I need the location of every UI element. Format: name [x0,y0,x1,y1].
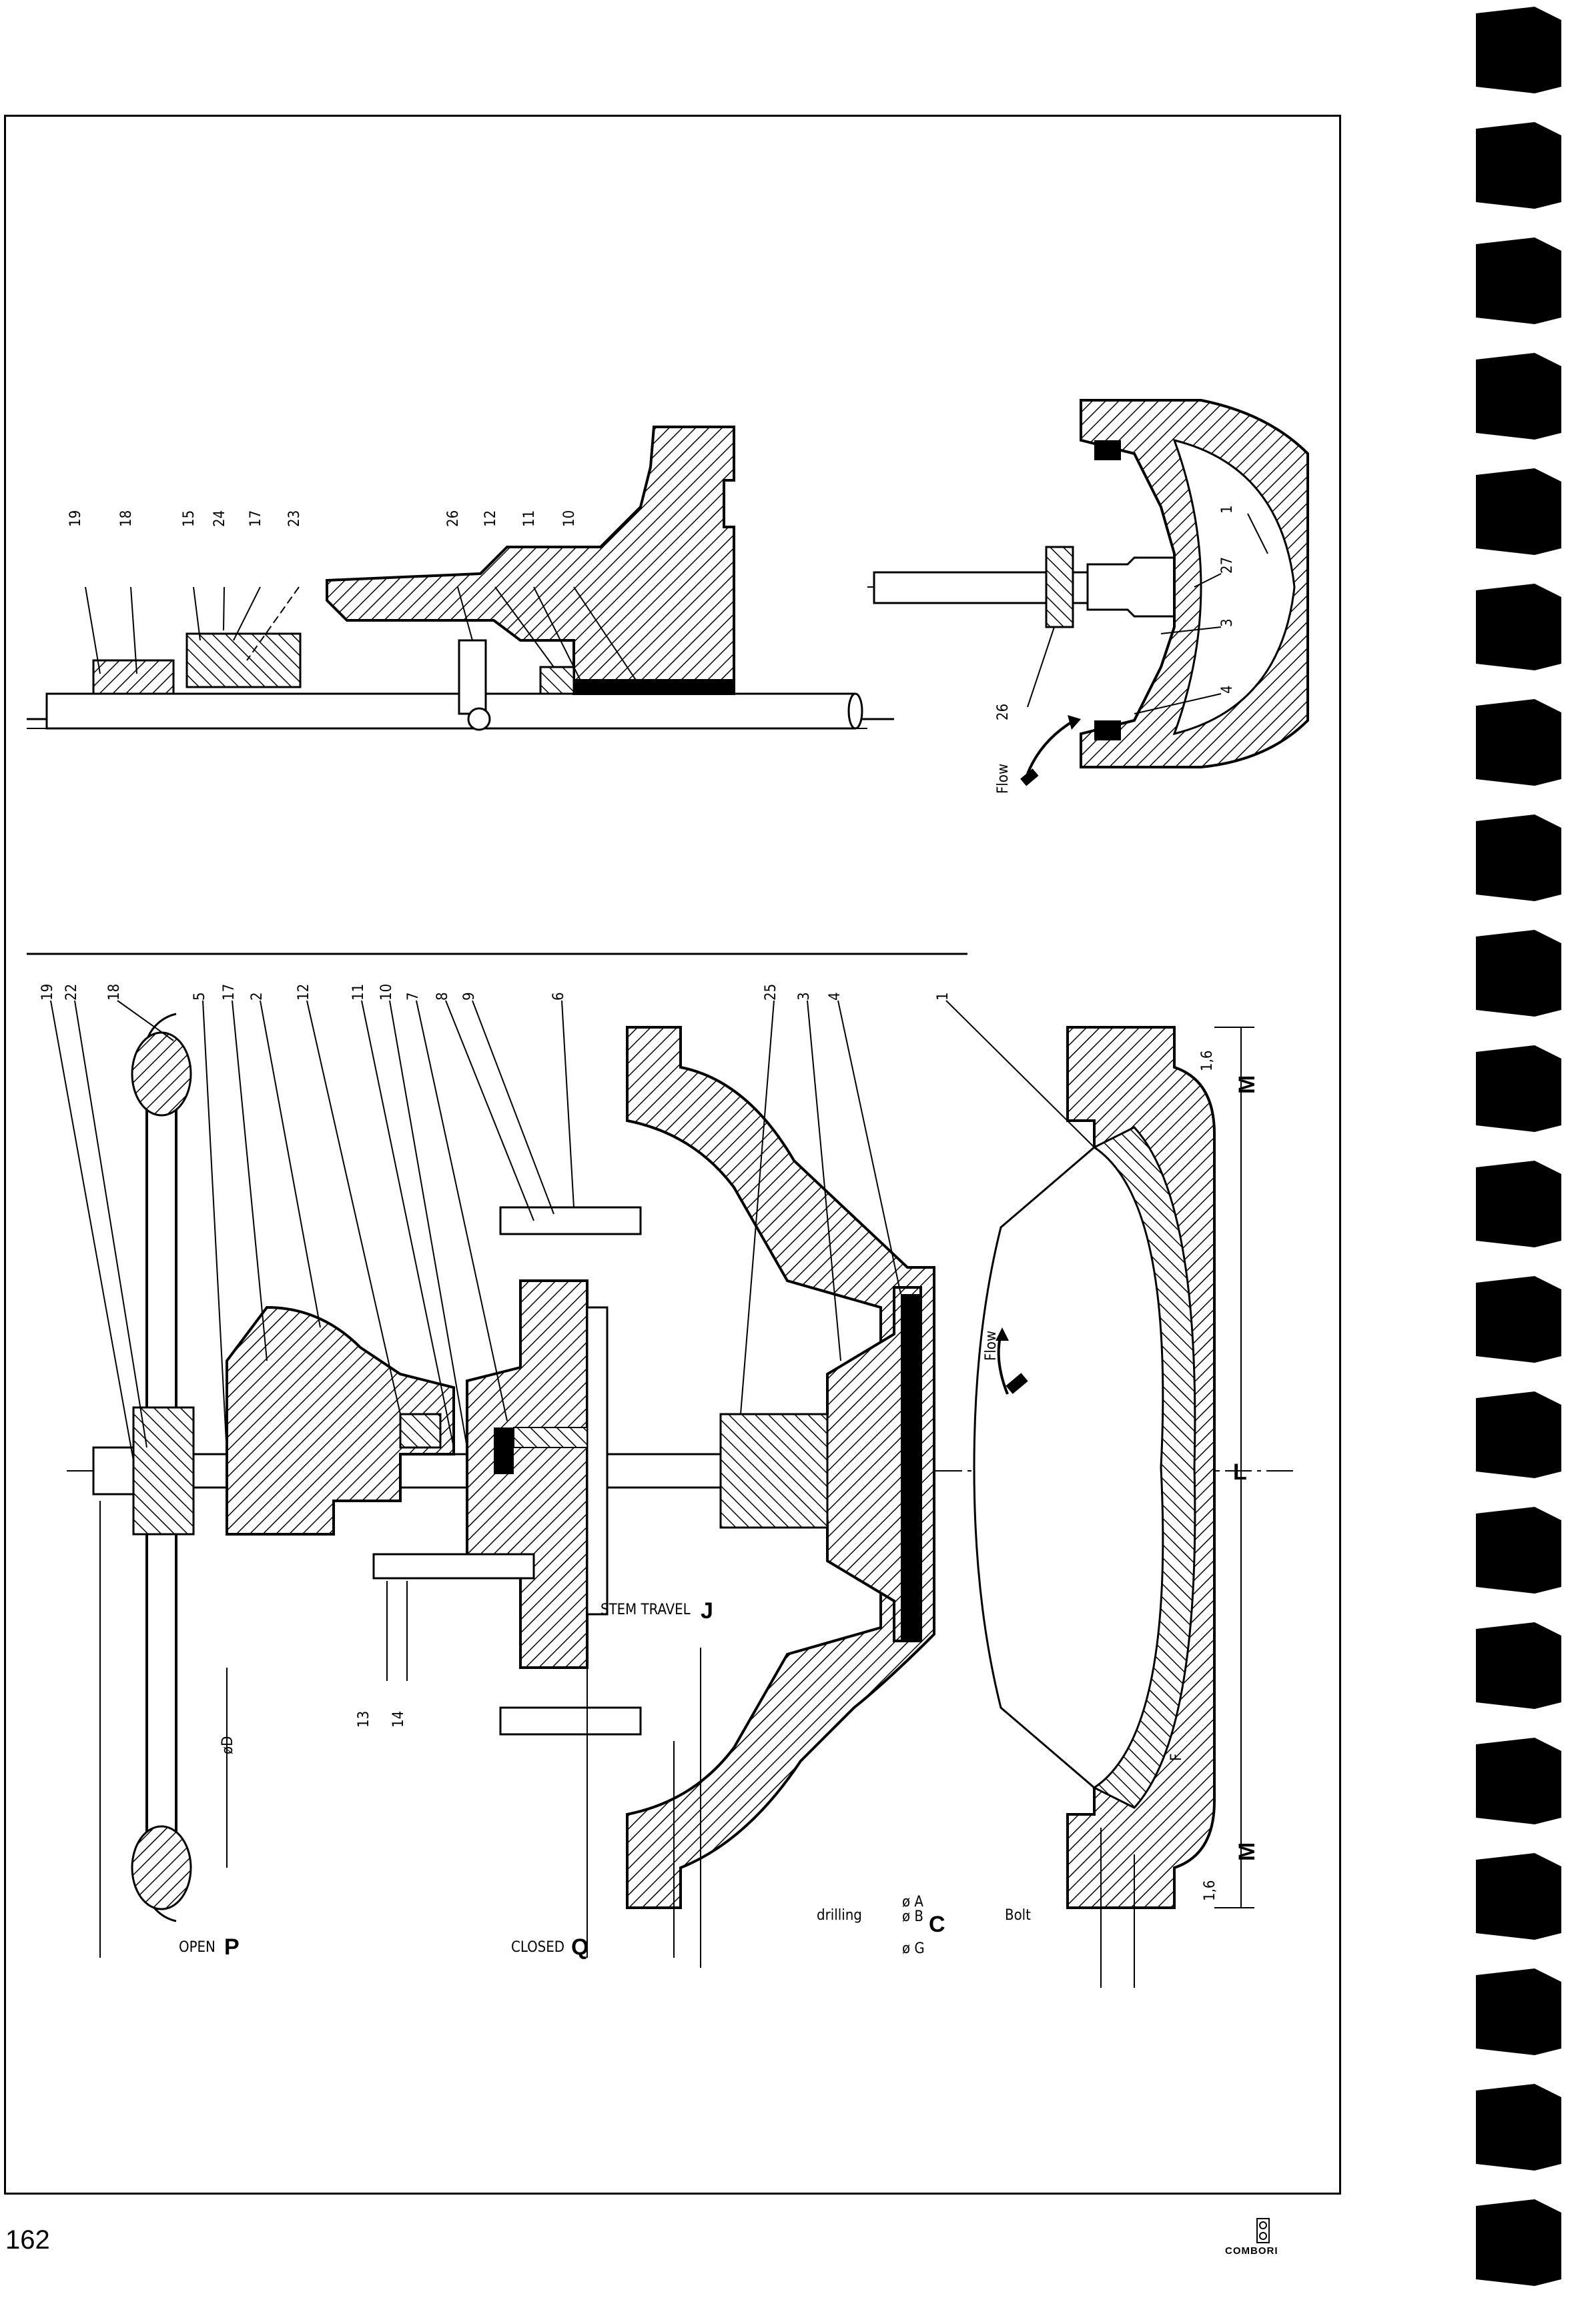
callout-main-4: 17 [221,984,238,1001]
letter-c-label: C [929,1912,945,1937]
callout-main-2: 18 [106,984,123,1001]
stem-travel-letter: J [701,1598,713,1624]
callout-main-14b: 14 [390,1711,407,1728]
callout-tr-0: 1 [1219,505,1236,514]
callout-main-11: 9 [461,992,478,1001]
len-l-label: L [1233,1460,1247,1485]
dia-g-label: ø G [902,1940,925,1957]
callout-tl-1: 18 [118,510,135,527]
comb-tooth [1476,1045,1561,1132]
page-number: 162 [5,2225,50,2255]
comb-tooth [1476,1622,1561,1709]
comb-tooth [1476,1738,1561,1824]
callout-main-6: 12 [296,984,312,1001]
callout-tl-5: 23 [286,510,303,527]
callout-main-13b: 13 [356,1711,372,1728]
comb-tooth [1476,1968,1561,2055]
stem-travel-label: STEM TRAVEL [601,1602,691,1618]
dia-a-label: ø A [902,1894,923,1910]
comb-tooth [1476,468,1561,555]
closed-letter: Q [571,1934,588,1960]
comb-tooth [1476,1853,1561,1940]
comb-tooth [1476,2199,1561,2286]
logo-text: COMBORI [1225,2245,1278,2257]
top-right-section-view: Flow 1 27 3 4 26 [867,399,1309,794]
callout-main-15: 4 [827,992,843,1001]
callout-tl-8: 11 [521,510,538,527]
dia-b-label: ø B [902,1908,923,1925]
comb-tooth [1476,122,1561,209]
callout-main-14: 3 [796,992,813,1001]
top-left-callouts: 19 18 15 24 17 23 26 12 11 10 [67,510,578,527]
callout-tr-3: 4 [1219,685,1236,694]
callout-main-7: 11 [350,984,367,1001]
main-section-view: Flow 19 22 18 5 [27,953,1294,1988]
open-label: OPEN [179,1939,216,1956]
flow-label-main: Flow [983,1331,1000,1361]
comb-tooth [1476,699,1561,786]
open-letter: P [224,1934,240,1960]
dim-16-bottom-label: 1,6 [1202,1880,1218,1901]
dim-16-top-label: 1,6 [1199,1051,1216,1071]
top-right-callouts: 1 27 3 4 26 [995,505,1236,720]
main-callouts: 19 22 18 5 17 2 12 11 10 7 8 9 6 25 3 4 … [39,984,951,1728]
comb-tooth [1476,584,1561,670]
binding-comb [1476,7,1561,2286]
comb-tooth [1476,1507,1561,1594]
comb-tooth [1476,2084,1561,2171]
comb-tooth [1476,237,1561,324]
callout-tl-0: 19 [67,510,84,527]
main-dimension-labels: STEM TRAVEL J OPEN P CLOSED Q øD drillin… [179,1051,1260,1960]
callout-tl-4: 17 [248,510,264,527]
len-m-bottom-label: M [1234,1842,1260,1861]
callout-tl-6: 26 [445,510,462,527]
callout-tr-2: 3 [1219,618,1236,627]
callout-main-3: 5 [191,992,208,1001]
comb-tooth [1476,7,1561,93]
bolt-label: Bolt [1005,1907,1031,1924]
len-m-top-label: M [1234,1075,1260,1094]
callout-main-8: 10 [378,984,395,1001]
callout-tl-9: 10 [561,510,578,527]
comb-tooth [1476,930,1561,1017]
callout-main-13: 25 [763,984,779,1001]
dia-d-label: øD [220,1736,236,1754]
callout-main-1: 22 [63,984,80,1001]
comb-tooth [1476,353,1561,440]
comb-tooth [1476,1161,1561,1247]
callout-tl-2: 15 [181,510,198,527]
callout-main-5: 2 [249,992,266,1001]
comb-tooth [1476,1391,1561,1478]
comb-tooth [1476,814,1561,901]
callout-main-10: 8 [434,992,451,1001]
callout-tr-4: 26 [995,704,1012,720]
letter-f-label: F [1168,1754,1185,1761]
drilling-label: drilling [817,1907,862,1924]
top-left-section-view: 19 18 15 24 17 23 26 12 11 10 [27,426,894,731]
logo-mark-icon [1256,2218,1270,2243]
callout-main-9: 7 [405,992,422,1001]
flow-label-tr: Flow [995,764,1012,794]
callout-tr-1: 27 [1219,557,1236,574]
callout-tl-3: 24 [212,510,228,527]
callout-main-0: 19 [39,984,56,1001]
closed-label: CLOSED [511,1939,564,1956]
callout-tl-7: 12 [482,510,499,527]
comb-tooth [1476,1276,1561,1363]
callout-main-16: 1 [935,992,951,1001]
callout-main-12: 6 [550,992,567,1001]
